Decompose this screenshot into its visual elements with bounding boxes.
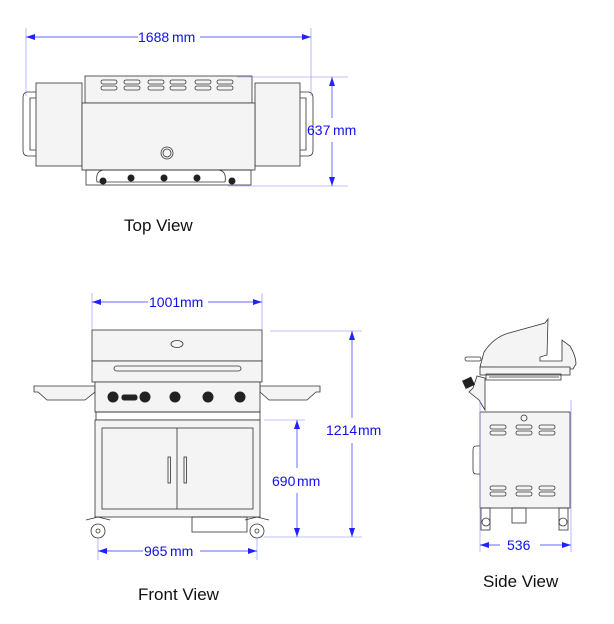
side-view-drawing <box>462 317 577 531</box>
top-width-unit: mm <box>172 29 195 45</box>
right-shelf <box>254 82 301 167</box>
front-width-dimension: 1001 mm <box>91 293 263 330</box>
cart <box>94 419 261 518</box>
top-depth-unit: mm <box>333 122 356 138</box>
cart-width-dimension: 965 mm <box>97 538 258 560</box>
lid-handle <box>113 365 242 372</box>
side-hood <box>479 317 577 370</box>
lid-body <box>81 102 256 171</box>
side-handle <box>472 445 480 475</box>
left-shelf <box>35 82 83 167</box>
left-side-shelf <box>33 385 96 401</box>
top-depth-value: 637 <box>307 122 331 138</box>
side-cart <box>479 411 571 509</box>
side-view-label: Side View <box>483 572 559 591</box>
door-handle-left <box>167 456 171 484</box>
top-width-value: 1688 <box>138 29 169 45</box>
side-depth-dimension: 536 <box>479 400 572 553</box>
top-view-label: Top View <box>124 216 193 235</box>
front-width-value: 1001 <box>149 294 180 310</box>
total-height-dimension: 1214 mm <box>270 330 381 538</box>
top-depth-dimension: 637 mm <box>228 76 356 187</box>
total-height-value: 1214 <box>326 422 357 438</box>
cart-height-value: 690 <box>272 473 296 489</box>
left-handle <box>22 91 36 157</box>
cart-width-value: 965 <box>144 543 168 559</box>
top-width-dimension: 1688 mm <box>25 28 312 96</box>
cart-height-dimension: 690 mm <box>264 419 320 538</box>
front-width-unit: mm <box>180 294 203 310</box>
side-depth-value: 536 <box>507 537 531 553</box>
right-handle <box>300 91 314 157</box>
total-height-unit: mm <box>358 422 381 438</box>
door-handle-right <box>183 456 187 484</box>
top-view-drawing <box>22 75 314 186</box>
hood-top <box>84 75 253 104</box>
lid <box>91 329 263 362</box>
right-side-shelf <box>259 385 321 401</box>
front-view-drawing <box>33 329 321 539</box>
cart-height-unit: mm <box>297 473 320 489</box>
front-view-label: Front View <box>138 585 220 604</box>
cart-width-unit: mm <box>170 543 193 559</box>
